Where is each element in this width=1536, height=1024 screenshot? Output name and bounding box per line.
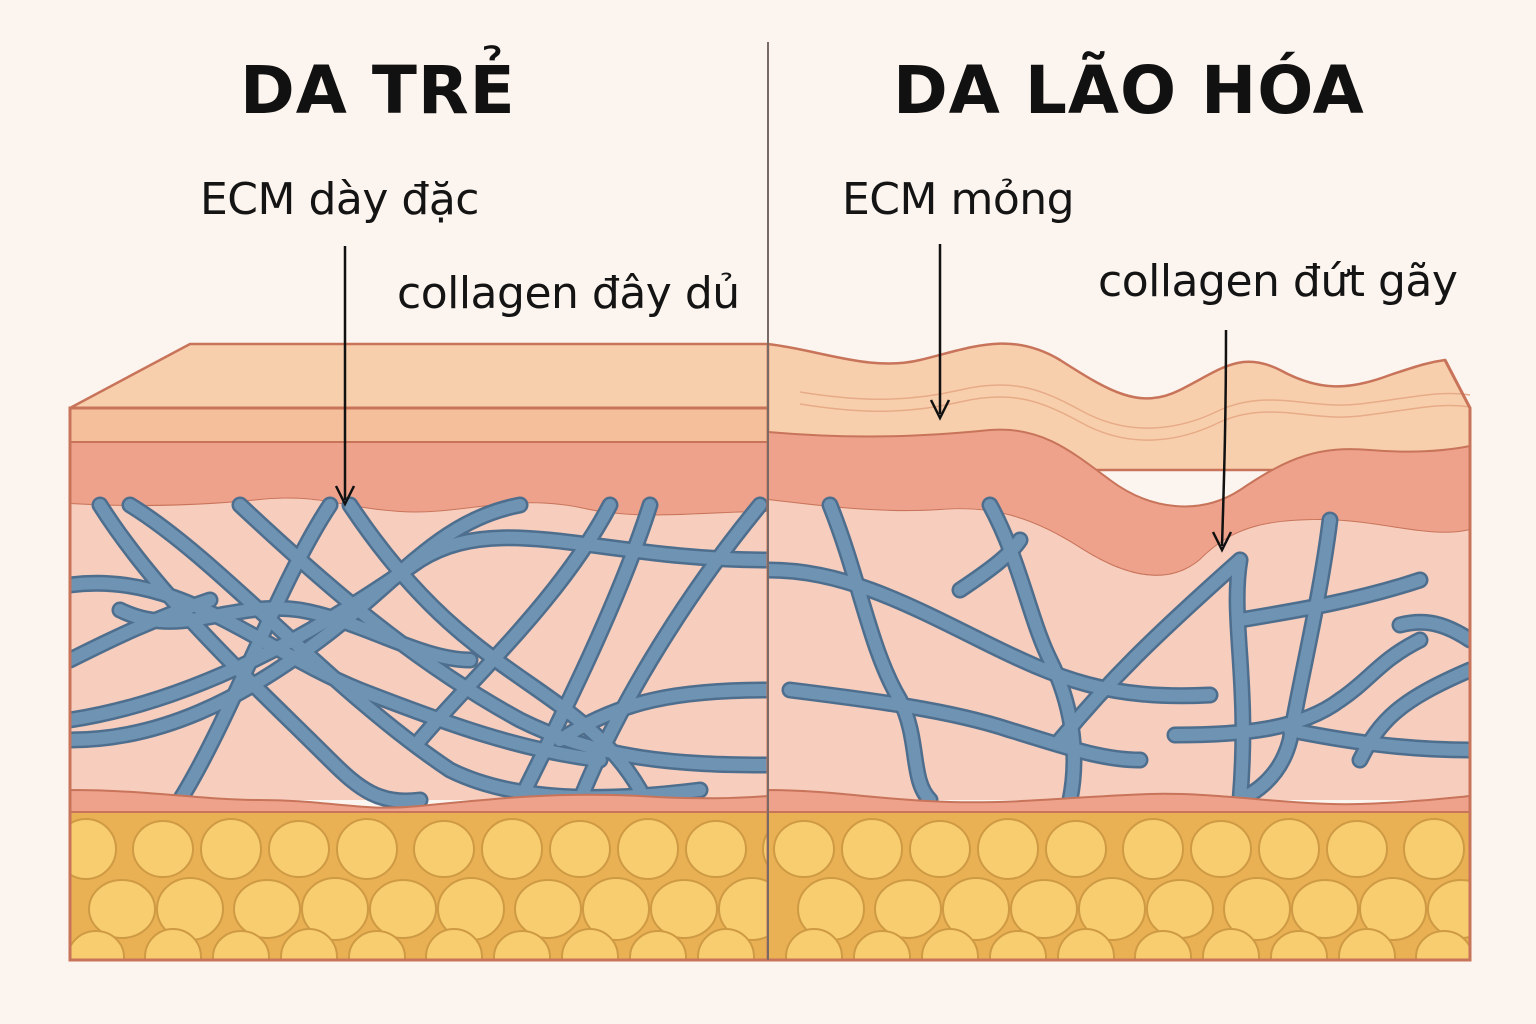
- fat-cell: [1403, 818, 1465, 880]
- fat-cell: [1427, 879, 1470, 939]
- fat-cell: [70, 818, 117, 880]
- arrow-ecm-young: [334, 246, 356, 507]
- fat-cell: [280, 928, 338, 960]
- fat-cell: [773, 820, 835, 878]
- young-skin-title: DA TRẺ: [240, 52, 516, 129]
- aged-collagen-fibers: [768, 499, 1470, 806]
- fat-cell: [1326, 820, 1388, 878]
- annotation-arrows: [334, 244, 1233, 553]
- arrow-ecm-aged: [929, 244, 951, 421]
- young-epidermis-front: [69, 407, 769, 443]
- fat-cell: [853, 930, 911, 960]
- fat-cell: [1202, 928, 1260, 960]
- fat-cell: [1472, 821, 1532, 877]
- fat-cell: [233, 879, 301, 939]
- aged-skin-block: [766, 342, 1532, 962]
- fat-cell: [348, 930, 406, 960]
- fat-cell: [921, 928, 979, 960]
- fat-cell: [1078, 877, 1146, 941]
- fat-cell: [549, 820, 611, 878]
- young-skin-block: [68, 342, 770, 962]
- fat-cell: [301, 877, 369, 941]
- fat-cell: [1057, 928, 1115, 960]
- fat-cell: [1415, 930, 1470, 960]
- fat-cell: [1258, 818, 1320, 880]
- fat-cell: [989, 930, 1047, 960]
- aged-block-outline: [768, 359, 1472, 962]
- fat-cell: [697, 928, 755, 960]
- fat-cell: [685, 820, 747, 878]
- fat-cell: [1146, 879, 1214, 939]
- fat-cell: [132, 820, 194, 878]
- fat-cell: [1190, 820, 1252, 878]
- fat-cell: [1338, 928, 1396, 960]
- fat-cell: [212, 930, 270, 960]
- young-ecm-band: [69, 441, 769, 517]
- fat-cell: [336, 818, 398, 880]
- fat-cell: [582, 877, 650, 941]
- aged-epidermis-lines: [799, 384, 1471, 441]
- fat-cell: [369, 879, 437, 939]
- fat-cell: [1122, 818, 1184, 880]
- fat-cell: [425, 928, 483, 960]
- fat-cell: [617, 818, 679, 880]
- fat-cell: [841, 818, 903, 880]
- fat-cell: [413, 820, 475, 878]
- fat-cell: [874, 879, 942, 939]
- fat-cell: [942, 877, 1010, 941]
- fat-cell: [629, 930, 687, 960]
- young-collagen-label: collagen đây dủ: [397, 268, 740, 319]
- fat-cell: [977, 818, 1039, 880]
- fat-cell: [1291, 879, 1359, 939]
- arrow-collagen-aged: [1211, 329, 1233, 553]
- young-ecm-label: ECM dày đặc: [200, 174, 479, 225]
- aged-skin-title: DA LÃO HÓA: [893, 52, 1365, 129]
- fat-cell: [650, 879, 718, 939]
- fat-cell: [268, 820, 330, 878]
- fat-cell: [514, 879, 582, 939]
- fat-cell: [1134, 930, 1192, 960]
- aged-fat-cells: [773, 818, 1532, 960]
- fat-cell: [1223, 877, 1291, 941]
- fat-cell: [909, 820, 971, 878]
- fat-cell: [88, 879, 156, 939]
- fat-cell: [785, 928, 843, 960]
- aged-ecm-label: ECM mỏng: [842, 174, 1075, 225]
- fat-cell: [1045, 820, 1107, 878]
- fat-cell: [718, 877, 768, 941]
- aged-collagen-network: [768, 496, 1470, 809]
- aged-collagen-label: collagen đứt gãy: [1098, 256, 1458, 307]
- fat-cell: [70, 930, 125, 960]
- fat-cell: [200, 818, 262, 880]
- fat-cell: [561, 928, 619, 960]
- fat-cell: [1010, 879, 1078, 939]
- fat-cell: [493, 930, 551, 960]
- fat-cell: [481, 818, 543, 880]
- young-fat-cells: [70, 818, 768, 960]
- fat-cell: [1359, 877, 1427, 941]
- young-collagen-network: [70, 496, 768, 810]
- fat-cell: [144, 928, 202, 960]
- fat-cell: [1270, 930, 1328, 960]
